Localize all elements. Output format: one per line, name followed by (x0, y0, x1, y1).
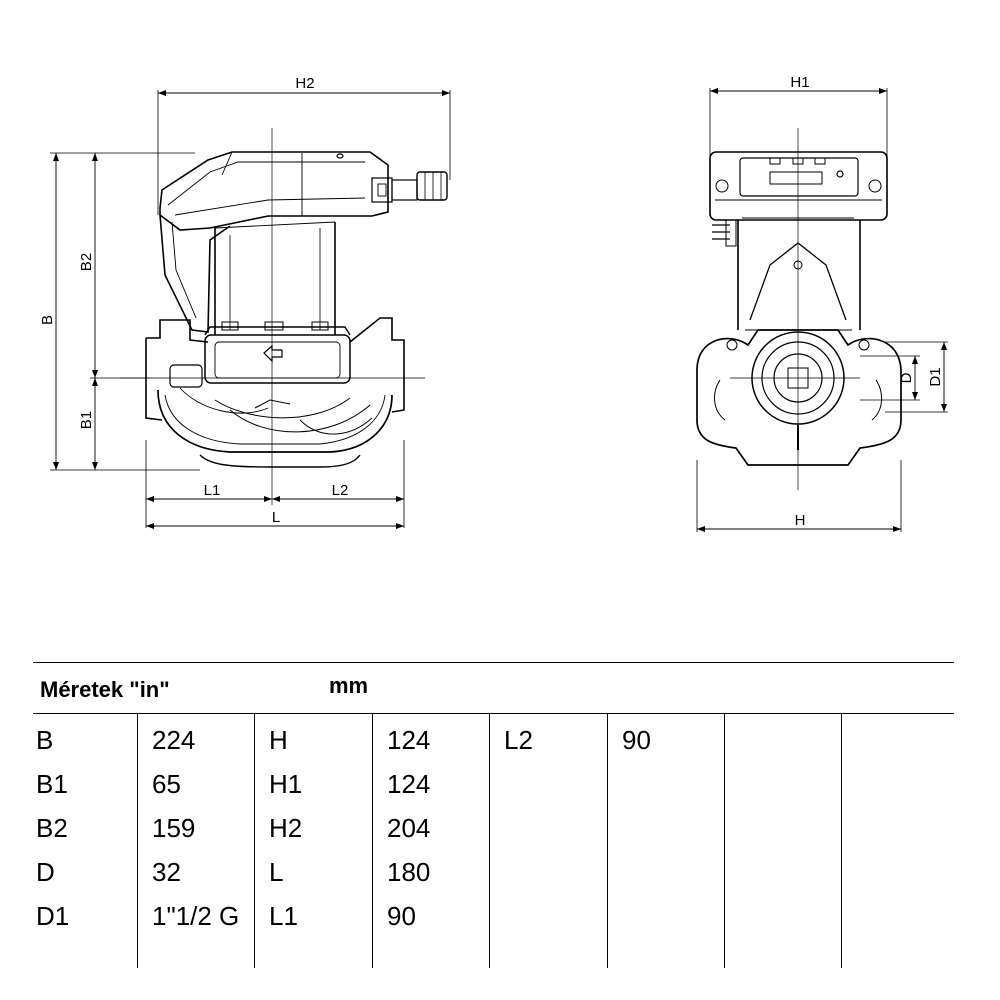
dim-label-l: L (272, 509, 280, 526)
table-column-divider (137, 713, 138, 968)
table-cell: 32 (152, 857, 181, 887)
table-cell: 90 (387, 901, 416, 931)
table-cell: D (36, 857, 55, 887)
table-cell: 1"1/2 G (152, 901, 240, 931)
dim-label-b1: B1 (78, 411, 95, 429)
dim-label-d1: D1 (927, 367, 944, 386)
table-column-divider (372, 713, 373, 968)
table-column-divider (254, 713, 255, 968)
table-cell: L2 (504, 725, 533, 755)
table-column-divider (724, 713, 725, 968)
table-title: Méretek "in" (40, 677, 170, 702)
pump-front-view (696, 88, 948, 532)
pump-side-view (50, 90, 451, 528)
dim-label-l2: L2 (332, 482, 349, 499)
table-cell: L (269, 857, 284, 887)
table-cell: B2 (36, 813, 68, 843)
table-column-divider (607, 713, 608, 968)
dim-label-b: B (39, 315, 56, 325)
table-cell: 204 (387, 813, 431, 843)
table-cell: 180 (387, 857, 431, 887)
dim-label-h2: H2 (295, 75, 314, 92)
table-unit: mm (329, 673, 369, 698)
table-header-rule (33, 713, 954, 714)
dim-label-l1: L1 (204, 482, 221, 499)
dim-label-b2: B2 (78, 253, 95, 271)
table-cell: H1 (269, 769, 303, 799)
table-cell: H (269, 725, 288, 755)
table-top-rule (33, 662, 954, 663)
table-cell: 90 (622, 725, 651, 755)
dim-label-d: D (898, 372, 915, 383)
table-cell: B1 (36, 769, 68, 799)
pump-dimension-drawing: H2 B B2 B1 L1 L2 L H1 H D D1 (39, 74, 948, 532)
table-cell: L1 (269, 901, 298, 931)
table-column-divider (841, 713, 842, 968)
table-cell: 159 (152, 813, 196, 843)
dim-label-h: H (795, 512, 806, 529)
table-cell: 124 (387, 725, 431, 755)
table-cell: 124 (387, 769, 431, 799)
dim-label-h1: H1 (790, 74, 809, 91)
table-cell: 224 (152, 725, 196, 755)
table-cell: B (36, 725, 54, 755)
table-cell: H2 (269, 813, 303, 843)
table-column-divider (489, 713, 490, 968)
table-cell: 65 (152, 769, 181, 799)
table-cell: D1 (36, 901, 70, 931)
